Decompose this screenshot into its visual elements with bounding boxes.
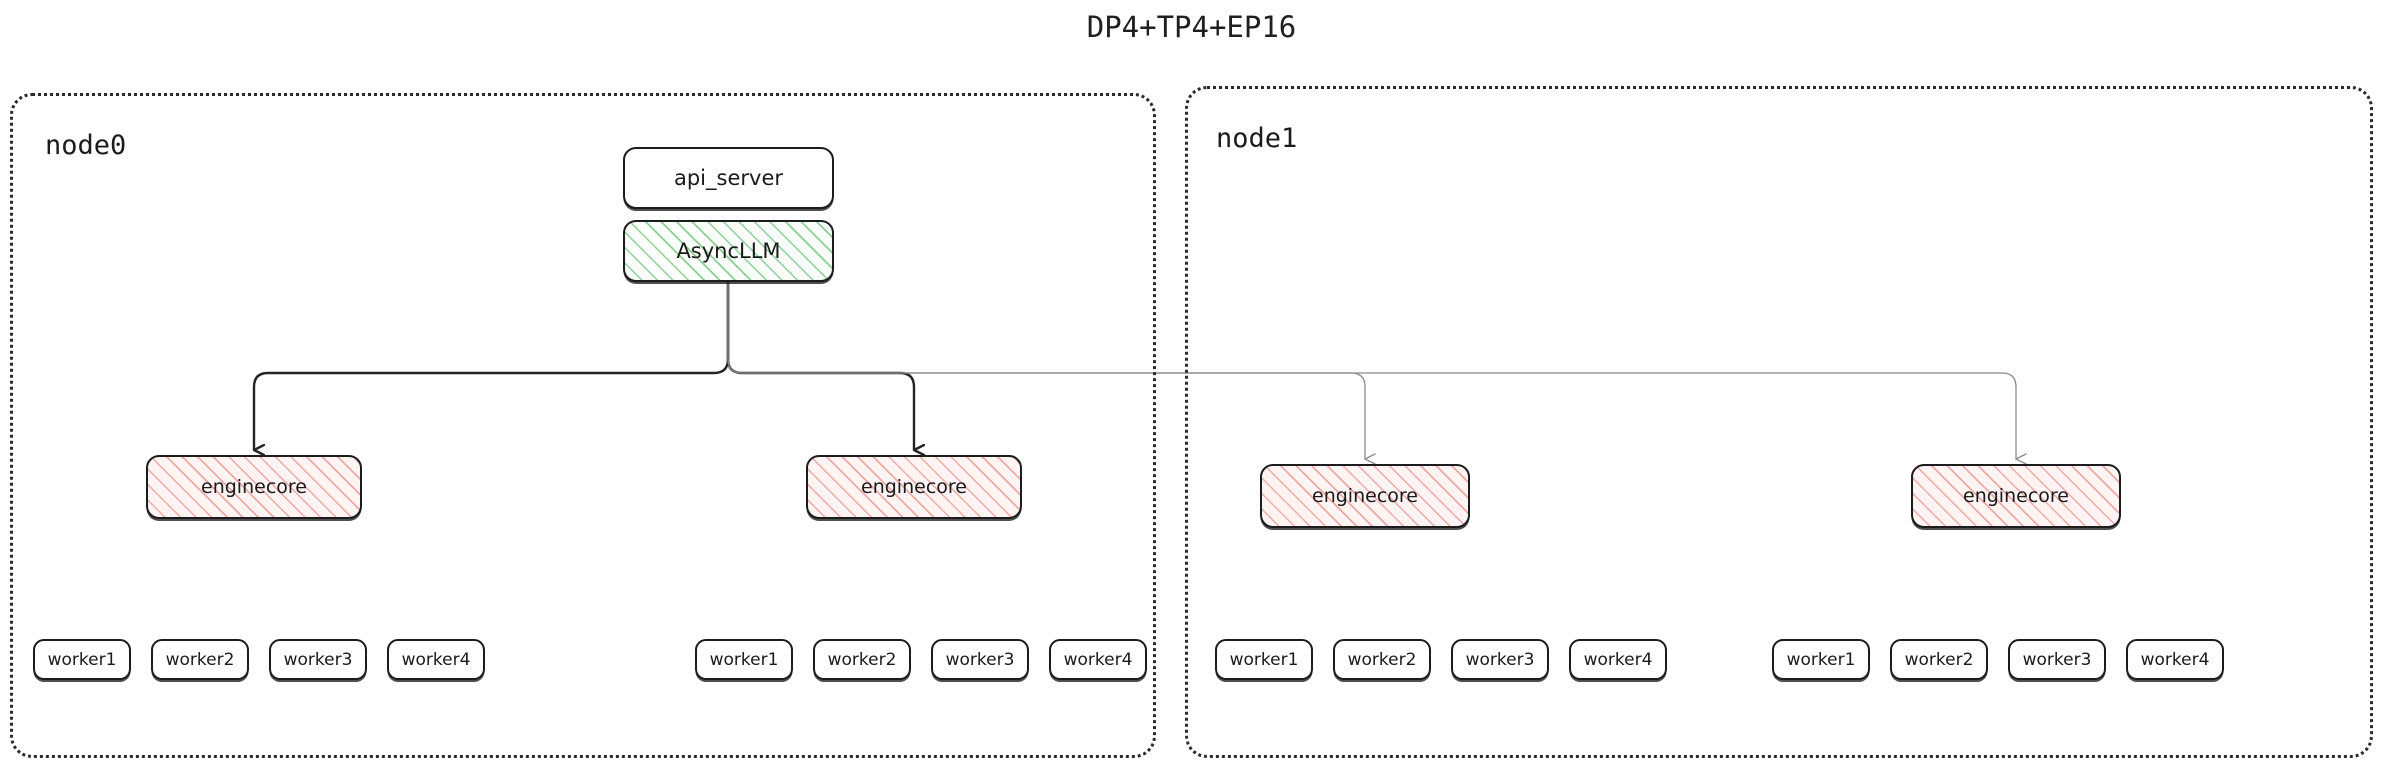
box-api-server[interactable]: api_server — [623, 147, 834, 209]
box-label: enginecore — [201, 476, 307, 498]
box-worker2[interactable]: worker2 — [151, 639, 249, 680]
worker-label: worker3 — [283, 649, 353, 670]
worker-label: worker3 — [945, 649, 1015, 670]
box-worker3[interactable]: worker3 — [931, 639, 1029, 680]
worker-label: worker3 — [2022, 649, 2092, 670]
node-container-node1 — [1185, 86, 2373, 758]
worker-label: worker2 — [1347, 649, 1417, 670]
worker-label: worker4 — [2140, 649, 2210, 670]
worker-label: worker1 — [1229, 649, 1299, 670]
box-enginecore[interactable]: enginecore — [146, 455, 362, 519]
box-worker2[interactable]: worker2 — [813, 639, 911, 680]
box-enginecore[interactable]: enginecore — [1260, 464, 1470, 528]
worker-label: worker1 — [709, 649, 779, 670]
worker-label: worker1 — [1786, 649, 1856, 670]
box-worker2[interactable]: worker2 — [1890, 639, 1988, 680]
box-worker4[interactable]: worker4 — [387, 639, 485, 680]
box-worker3[interactable]: worker3 — [1451, 639, 1549, 680]
box-worker4[interactable]: worker4 — [1049, 639, 1147, 680]
node-container-node0 — [10, 93, 1156, 758]
worker-label: worker2 — [1904, 649, 1974, 670]
box-worker4[interactable]: worker4 — [1569, 639, 1667, 680]
box-enginecore[interactable]: enginecore — [1911, 464, 2121, 528]
worker-label: worker2 — [827, 649, 897, 670]
worker-label: worker4 — [1583, 649, 1653, 670]
node-label-node0: node0 — [45, 130, 127, 161]
worker-label: worker1 — [47, 649, 117, 670]
box-label: enginecore — [861, 476, 967, 498]
box-worker1[interactable]: worker1 — [695, 639, 793, 680]
box-label: enginecore — [1312, 485, 1418, 507]
box-worker4[interactable]: worker4 — [2126, 639, 2224, 680]
box-worker1[interactable]: worker1 — [1772, 639, 1870, 680]
box-worker2[interactable]: worker2 — [1333, 639, 1431, 680]
box-worker3[interactable]: worker3 — [2008, 639, 2106, 680]
page-title: DP4+TP4+EP16 — [1086, 10, 1297, 44]
box-label: enginecore — [1963, 485, 2069, 507]
node-label-node1: node1 — [1216, 123, 1298, 154]
box-worker3[interactable]: worker3 — [269, 639, 367, 680]
box-worker1[interactable]: worker1 — [33, 639, 131, 680]
worker-label: worker2 — [165, 649, 235, 670]
box-label: AsyncLLM — [676, 239, 781, 263]
box-enginecore[interactable]: enginecore — [806, 455, 1022, 519]
box-label: api_server — [673, 166, 783, 190]
box-worker1[interactable]: worker1 — [1215, 639, 1313, 680]
worker-label: worker3 — [1465, 649, 1535, 670]
worker-label: worker4 — [401, 649, 471, 670]
box-asyncllm[interactable]: AsyncLLM — [623, 220, 834, 282]
worker-label: worker4 — [1063, 649, 1133, 670]
